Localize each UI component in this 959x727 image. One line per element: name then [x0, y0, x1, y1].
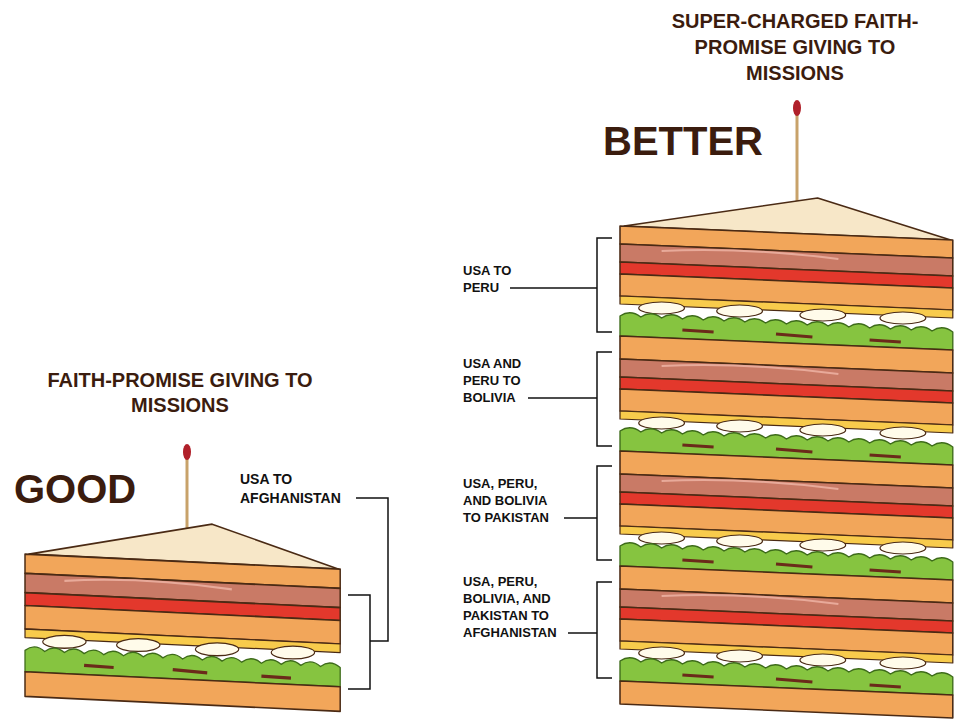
toothpick	[796, 106, 799, 212]
toothpick-tip	[183, 444, 191, 460]
callout-label: USA TO PERU	[463, 262, 528, 296]
callout-label: USA, PERU, BOLIVIA, AND PAKISTAN TO AFGH…	[463, 573, 559, 641]
toothpick-tip	[793, 100, 801, 116]
callout-label: USA, PERU, AND BOLIVIA TO PAKISTAN	[463, 475, 559, 526]
sandwich	[620, 198, 953, 718]
callout-label: USA AND PERU TO BOLIVIA	[463, 355, 543, 406]
bracket	[348, 498, 388, 689]
rating-word: GOOD	[14, 466, 136, 512]
heading: FAITH-PROMISE GIVING TO MISSIONS	[30, 368, 330, 418]
heading: SUPER-CHARGED FAITH-PROMISE GIVING TO MI…	[645, 8, 945, 86]
sandwich	[25, 524, 340, 711]
callout-label: USA TO AFGHANISTAN	[240, 470, 358, 508]
rating-word: BETTER	[603, 118, 763, 164]
